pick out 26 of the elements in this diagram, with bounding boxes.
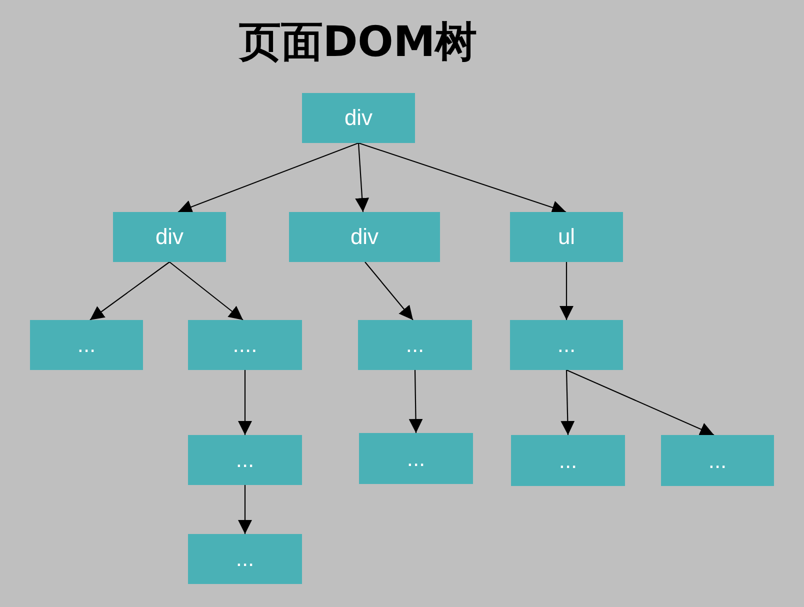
arrow [364,262,414,320]
arrow [560,370,575,436]
node-box: ... [510,320,623,370]
node-box: div [302,93,415,143]
node-box: ul [510,212,623,262]
title: 页面DOM树 [238,16,478,68]
arrow [355,142,370,212]
node-box: div [113,212,226,262]
arrow [169,262,244,320]
node-box: ... [358,320,472,370]
arrow [358,142,566,214]
node-box: ... [359,433,473,484]
node-box: ... [661,435,774,486]
arrow [408,370,423,433]
node-box: .... [188,320,302,370]
node-box: ... [188,534,302,584]
node-box: div [289,212,440,262]
arrow [238,485,252,534]
node-box: ... [188,435,302,485]
arrow [566,370,714,436]
arrow [560,262,574,320]
node-box: ... [30,320,143,370]
arrow [178,142,359,214]
arrow [238,370,252,435]
arrow [90,262,170,320]
node-box: ... [511,435,625,486]
